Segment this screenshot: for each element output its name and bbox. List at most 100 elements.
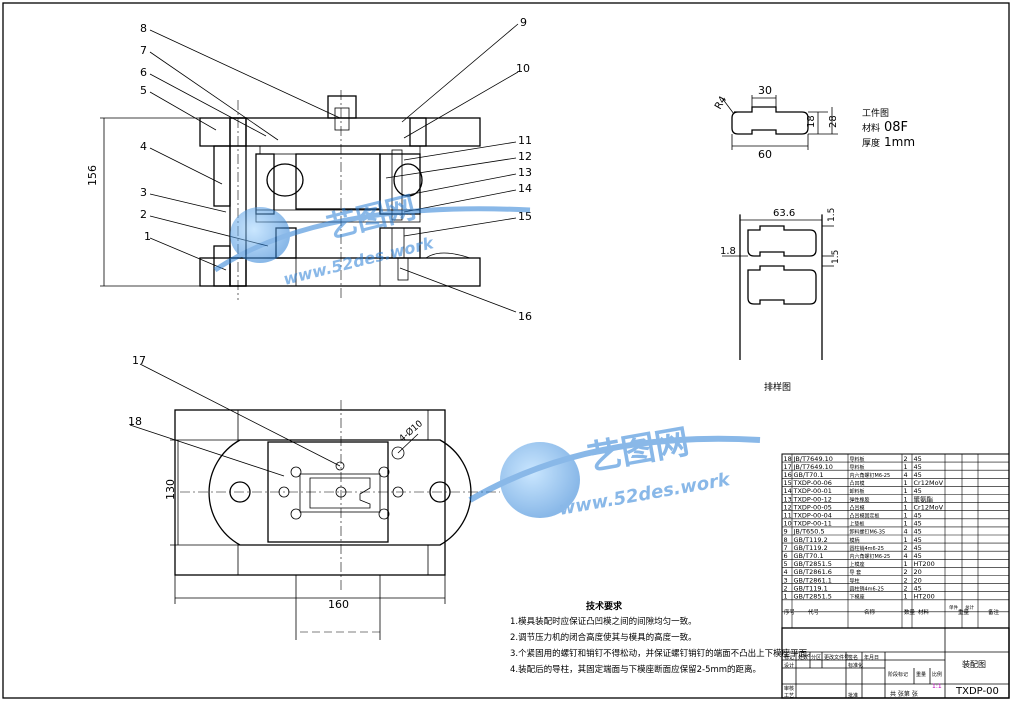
bom-cell-qty: 1 [904, 520, 908, 528]
dim-130: 130 [164, 479, 177, 500]
balloon-10: 10 [516, 62, 530, 75]
watermark-bottom: 艺图网 www.52des.work [468, 422, 761, 520]
bom-cell-mat: Cr12MoV [914, 503, 944, 511]
balloon-15: 15 [518, 210, 532, 223]
bom-cell-mat: 20 [914, 576, 922, 584]
bom-cell-qty: 2 [904, 576, 908, 584]
bom-cell-code: GB/T70.1 [794, 552, 824, 560]
tb-scale-value: 1:1 [932, 683, 942, 690]
balloon-9: 9 [520, 16, 527, 29]
bom-cell-mat: 45 [914, 528, 922, 536]
watermark-globe-icon [230, 207, 290, 263]
balloon-17: 17 [132, 354, 146, 367]
bom-header-no: 序号 [784, 608, 796, 616]
dim-156: 156 [86, 165, 99, 186]
bom-cell-mat: 45 [914, 520, 922, 528]
tb-label-approve: 批准 [848, 692, 858, 699]
bom-cell-name: 模柄 [850, 537, 860, 544]
tb-sheets: 共 张第 张 [890, 690, 918, 698]
bom-cell-no: 16 [784, 471, 792, 479]
bom-cell-name: 内六角螺钉M6-25 [850, 472, 891, 479]
tb-stage-label: 阶段标记 [888, 671, 908, 678]
bom-cell-qty: 1 [904, 479, 908, 487]
bom-header-code: 代号 [808, 608, 820, 616]
bom-header-qty: 数量 [904, 608, 916, 616]
bom-cell-no: 1 [784, 593, 788, 601]
workpiece-view: 30 60 18 28 R4 [713, 84, 839, 161]
bom-cell-mat: 45 [914, 471, 922, 479]
balloon-16: 16 [518, 310, 532, 323]
bom-cell-name: 卸料板 [850, 488, 865, 495]
bom-cell-name: 导料板 [850, 456, 865, 463]
title-block: 标记 处数 分区 更改文件号 签名 年月日 设计 标准化 审核 工艺 批准 阶段… [781, 627, 1010, 699]
bom-cell-mat: 45 [914, 463, 922, 471]
bom-header-total_w: 总计 [965, 604, 974, 611]
balloon-1: 1 [144, 230, 151, 243]
bom-cell-qty: 4 [904, 471, 908, 479]
balloon-12: 12 [518, 150, 532, 163]
bom-cell-name: 圆柱销4m6-25 [850, 585, 884, 592]
bom-cell-no: 14 [784, 487, 792, 495]
dim-18: 18 [806, 115, 817, 128]
bom-cell-qty: 1 [904, 495, 908, 503]
balloon-4: 4 [140, 140, 147, 153]
bom-cell-no: 6 [784, 552, 788, 560]
bom-cell-qty: 2 [904, 568, 908, 576]
bom-header-note: 备注 [988, 608, 1000, 616]
balloon-3: 3 [140, 186, 147, 199]
bom-cell-code: TXDP-00-04 [793, 512, 832, 520]
balloon-7: 7 [140, 44, 147, 57]
balloon-8: 8 [140, 22, 147, 35]
top-view: 160 130 4-Ø10 [164, 400, 500, 640]
watermark-url-bottom: www.52des.work [557, 469, 732, 520]
bom-cell-name: 卸料螺钉M6-35 [850, 529, 886, 536]
tb-label-change: 更改文件号 [824, 654, 849, 661]
bom-cell-no: 8 [784, 536, 788, 544]
bom-cell-name: 弹性橡胶 [850, 496, 870, 503]
tb-label-process: 工艺 [784, 693, 794, 699]
bom-cell-no: 15 [784, 479, 792, 487]
bom-cell-qty: 1 [904, 503, 908, 511]
bom-cell-no: 12 [784, 503, 792, 511]
bom-cell-code: GB/T119.2 [794, 544, 828, 552]
bom-cell-name: 圆柱销4m6-25 [850, 545, 884, 552]
material-value: 08F [884, 120, 908, 135]
bom-cell-code: TXDP-00-05 [793, 503, 832, 511]
bom-cell-code: GB/T70.1 [794, 471, 824, 479]
workpiece-notes: 工件图 材料 08F 厚度 1mm [862, 107, 915, 149]
bom-cell-qty: 4 [904, 528, 908, 536]
bom-cell-mat: HT200 [914, 593, 935, 601]
bom-cell-mat: 45 [914, 455, 922, 463]
bom-cell-mat: 45 [914, 552, 922, 560]
watermark-brand-top: 艺图网 [323, 190, 419, 246]
bom-cell-no: 4 [784, 568, 788, 576]
bom-cell-mat: 45 [914, 584, 922, 592]
bom-cell-qty: 1 [904, 536, 908, 544]
watermark-url-top: www.52des.work [281, 233, 436, 289]
tech-title: 技术要求 [586, 600, 623, 612]
dim-60: 60 [758, 148, 772, 161]
bom-cell-code: JB/T7649.10 [793, 463, 833, 471]
watermark-top: 艺图网 www.52des.work [213, 190, 531, 289]
tech-line-3: 3.个紧固用的螺钉和销钉不得松动，并保证螺钉销钉的端面不凸出上下模座平面。 [510, 648, 816, 659]
tb-label-standard: 标准化 [848, 662, 863, 669]
bom-cell-qty: 1 [904, 487, 908, 495]
tb-label-sign: 签名 [848, 654, 858, 661]
thickness-label: 厚度 [862, 137, 880, 149]
bom-cell-mat: 45 [914, 544, 922, 552]
bom-cell-qty: 4 [904, 552, 908, 560]
bom-cell-code: GB/T119.1 [794, 584, 828, 592]
bom-cell-code: TXDP-00-01 [793, 487, 832, 495]
bom-header-unit_w: 单件 [949, 604, 958, 611]
balloon-13: 13 [518, 166, 532, 179]
bom-cell-no: 11 [784, 512, 792, 520]
bom-cell-mat: HT200 [914, 560, 935, 568]
bom-cell-name: 导料板 [850, 464, 865, 471]
bom-cell-qty: 1 [904, 560, 908, 568]
tech-line-4: 4.装配后的导柱，其固定端面与下模座断面应保留2-5mm的距离。 [510, 664, 761, 675]
bom-cell-mat: 45 [914, 487, 922, 495]
tb-label-zone: 分区 [811, 654, 821, 661]
bom-cell-mat: 45 [914, 512, 922, 520]
